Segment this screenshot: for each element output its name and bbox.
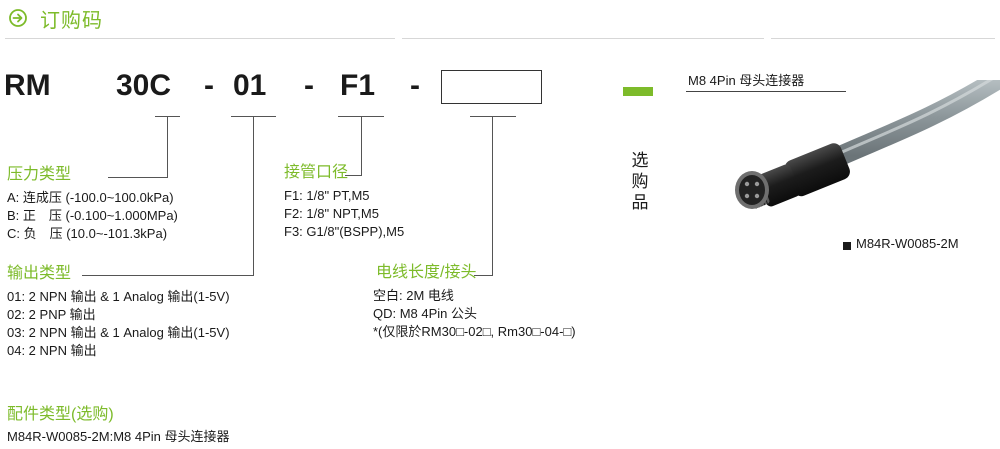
list-item: F1: 1/8" PT,M5 bbox=[284, 188, 370, 203]
optional-label: 选购品 bbox=[631, 151, 649, 212]
code-port: F1 bbox=[340, 69, 376, 102]
port-connector-line bbox=[361, 116, 362, 176]
cable-length-list: 空白: 2M 电线 QD: M8 4Pin 公头 *(仅限於RM30□-02□,… bbox=[373, 287, 576, 341]
accessory-heading: 配件类型(选购) bbox=[7, 406, 114, 423]
code-separator: - bbox=[304, 69, 314, 102]
list-item: 01: 2 NPN 输出 & 1 Analog 输出(1-5V) bbox=[7, 289, 230, 304]
cable-length-heading: 电线长度/接头 bbox=[376, 264, 477, 281]
cable-bracket bbox=[470, 116, 516, 117]
list-item: 空白: 2M 电线 bbox=[373, 288, 454, 303]
port-size-list: F1: 1/8" PT,M5 F2: 1/8" NPT,M5 F3: G1/8"… bbox=[284, 187, 404, 241]
pressure-type-heading: 压力类型 bbox=[7, 166, 72, 183]
connector-illustration bbox=[735, 80, 1000, 209]
code-separator: - bbox=[410, 69, 420, 102]
list-item: 03: 2 NPN 输出 & 1 Analog 输出(1-5V) bbox=[7, 325, 230, 340]
connector-marker bbox=[623, 87, 653, 96]
header-icon-wrap bbox=[8, 8, 28, 28]
list-item: C: 负 压 (10.0~-101.3kPa) bbox=[7, 226, 168, 241]
header-divider bbox=[402, 38, 764, 39]
list-item: F2: 1/8" NPT,M5 bbox=[284, 206, 379, 221]
list-item: 02: 2 PNP 输出 bbox=[7, 307, 96, 322]
pressure-type-list: A: 连成压 (-100.0~100.0kPa) B: 正 压 (-0.100~… bbox=[7, 189, 178, 243]
part-number-bullet bbox=[843, 242, 851, 250]
connector-part-number: M84R-W0085-2M bbox=[856, 236, 959, 251]
output-connector-line bbox=[253, 116, 254, 276]
code-prefix: RM bbox=[4, 69, 51, 102]
connector-label-underline bbox=[686, 91, 846, 92]
list-item: A: 连成压 (-100.0~100.0kPa) bbox=[7, 190, 174, 205]
header-divider bbox=[771, 38, 995, 39]
code-series: 30C bbox=[116, 69, 172, 102]
cable-option-box bbox=[441, 70, 542, 104]
output-connector-line bbox=[82, 275, 254, 276]
header-divider bbox=[5, 38, 395, 39]
page-title: 订购码 bbox=[40, 10, 103, 32]
code-output: 01 bbox=[233, 69, 267, 102]
code-separator: - bbox=[204, 69, 214, 102]
list-item: 04: 2 NPN 输出 bbox=[7, 343, 97, 358]
port-connector-line bbox=[345, 175, 362, 176]
list-item: *(仅限於RM30□-02□, Rm30□-04-□) bbox=[373, 324, 576, 339]
connector-label: M8 4Pin 母头连接器 bbox=[688, 73, 805, 88]
list-item: F3: G1/8"(BSPP),M5 bbox=[284, 224, 405, 239]
accessory-line: M84R-W0085-2M:M8 4Pin 母头连接器 bbox=[7, 429, 230, 444]
port-size-heading: 接管口径 bbox=[284, 164, 349, 181]
cable-connector-line bbox=[492, 116, 493, 276]
output-type-list: 01: 2 NPN 输出 & 1 Analog 输出(1-5V) 02: 2 P… bbox=[7, 288, 230, 360]
arrow-circle-right-icon bbox=[9, 9, 27, 27]
pressure-connector-line bbox=[108, 177, 168, 178]
output-type-heading: 输出类型 bbox=[7, 265, 72, 282]
pressure-connector-line bbox=[167, 116, 168, 178]
cable-connector-line bbox=[474, 275, 493, 276]
list-item: QD: M8 4Pin 公头 bbox=[373, 306, 478, 321]
list-item: B: 正 压 (-0.100~1.000MPa) bbox=[7, 208, 178, 223]
